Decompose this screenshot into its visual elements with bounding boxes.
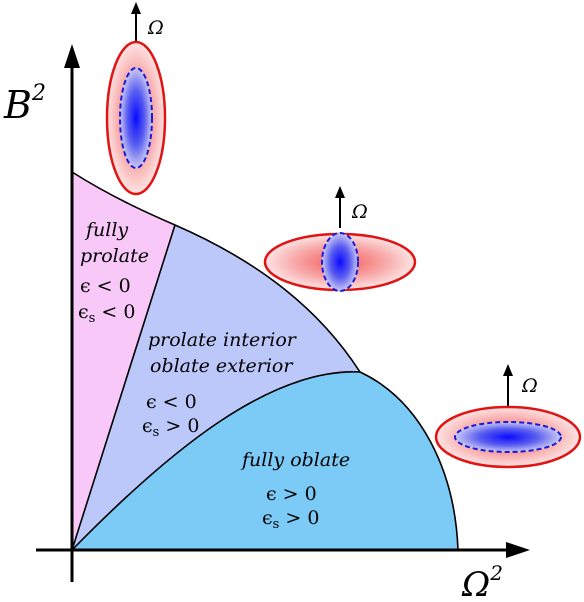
label-prolate-interior: prolate interior oblate exterior ϵ < 0 ϵ… bbox=[142, 329, 298, 440]
boundary-prolate-line bbox=[71, 224, 176, 551]
inner-ellipse bbox=[321, 232, 359, 292]
svg-text:ϵ < 0: ϵ < 0 bbox=[146, 391, 197, 413]
x-axis-label: Ω2 bbox=[461, 561, 503, 602]
omega-label: Ω bbox=[147, 17, 164, 39]
omega-label: Ω bbox=[521, 375, 538, 397]
y-axis-arrow bbox=[64, 44, 80, 68]
label-fully-prolate: fully prolate ϵ < 0 ϵs < 0 bbox=[78, 219, 149, 326]
svg-text:fully oblate: fully oblate bbox=[240, 449, 350, 471]
inner-ellipse bbox=[454, 421, 562, 453]
shape-oblate: Ω bbox=[434, 364, 582, 469]
rotation-arrow-head bbox=[131, 2, 141, 14]
rotation-arrow-head bbox=[503, 364, 513, 376]
x-axis-arrow bbox=[506, 542, 530, 558]
svg-text:ϵs > 0: ϵs > 0 bbox=[262, 507, 319, 532]
shape-mixed: Ω bbox=[263, 186, 417, 292]
rotation-arrow-head bbox=[335, 186, 345, 198]
omega-label: Ω bbox=[351, 201, 368, 223]
svg-text:ϵs > 0: ϵs > 0 bbox=[142, 415, 199, 440]
svg-text:prolate interior: prolate interior bbox=[148, 329, 298, 351]
svg-text:fully: fully bbox=[84, 219, 128, 241]
y-axis-label: B2 bbox=[3, 81, 46, 127]
svg-text:ϵ < 0: ϵ < 0 bbox=[80, 275, 131, 297]
region-fully-prolate bbox=[72, 172, 175, 550]
label-fully-oblate: fully oblate ϵ > 0 ϵs > 0 bbox=[240, 449, 350, 532]
svg-text:oblate exterior: oblate exterior bbox=[150, 355, 294, 377]
boundary-outer bbox=[71, 171, 459, 551]
svg-text:ϵ > 0: ϵ > 0 bbox=[266, 483, 317, 505]
svg-text:prolate: prolate bbox=[80, 245, 149, 267]
inner-ellipse bbox=[119, 67, 153, 169]
region-prolate-interior bbox=[72, 225, 360, 550]
svg-text:ϵs < 0: ϵs < 0 bbox=[78, 301, 135, 326]
region-fully-oblate bbox=[72, 371, 458, 550]
boundary-oblate-curve bbox=[71, 371, 361, 551]
shape-prolate: Ω bbox=[105, 2, 167, 196]
